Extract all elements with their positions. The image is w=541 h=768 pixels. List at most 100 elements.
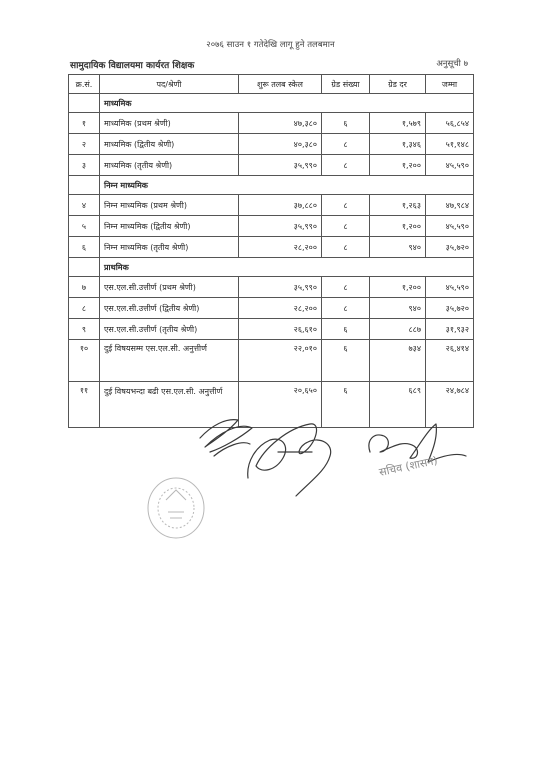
table-row: ८ एस.एल.सी.उत्तीर्ण (द्वितीय श्रेणी) २८,… (68, 297, 474, 319)
cell-serial: ३ (68, 154, 100, 176)
cell-grade-rate: १,२६३ (369, 194, 426, 216)
cell-serial: १० (68, 339, 100, 382)
cell-total: ४७,९८४ (425, 194, 474, 216)
cell-grade-rate: ६८९ (369, 381, 426, 428)
table-row: ४ निम्न माध्यमिक (प्रथम श्रेणी) ३७,८८० ८… (68, 194, 474, 216)
table-header-row: क्र.सं. पद/श्रेणी शुरू तलब स्केल ग्रेड स… (68, 74, 474, 94)
cell-total: २६,४१४ (425, 339, 474, 382)
cell-total: ३५,७२० (425, 236, 474, 258)
page-header: २०७६ साउन १ गतेदेखि लागू हुने तलबमान (206, 40, 335, 50)
table-row: ५ निम्न माध्यमिक (द्वितीय श्रेणी) ३५,९९०… (68, 215, 474, 237)
handwritten-signature-2-icon (247, 423, 332, 497)
column-header-start-scale: शुरू तलब स्केल (238, 74, 322, 94)
cell-serial: १ (68, 112, 100, 134)
cell-start-scale: २६,६१० (238, 318, 322, 340)
cell-grade-rate: १,२०० (369, 276, 426, 298)
section-row-primary: प्राथमिक (68, 257, 474, 277)
column-header-serial: क्र.सं. (68, 74, 100, 94)
cell-grade-count: ८ (321, 133, 370, 155)
table-row: १० दुई विषयसम्म एस.एल.सी. अनुत्तीर्ण २२,… (68, 339, 474, 382)
cell-grade-count: ८ (321, 194, 370, 216)
section-spacer (68, 93, 100, 113)
cell-start-scale: ४०,३८० (238, 133, 322, 155)
cell-grade-count: ८ (321, 276, 370, 298)
cell-grade-count: ६ (321, 112, 370, 134)
table-row: ३ माध्यमिक (तृतीय श्रेणी) ३५,९९० ८ १,२००… (68, 154, 474, 176)
cell-grade-rate: १,३४६ (369, 133, 426, 155)
column-header-grade-rate: ग्रेड दर (369, 74, 426, 94)
section-row-lower-secondary: निम्न माध्यमिक (68, 175, 474, 195)
cell-post: निम्न माध्यमिक (तृतीय श्रेणी) (99, 236, 239, 258)
section-spacer (68, 175, 100, 195)
cell-serial: २ (68, 133, 100, 155)
cell-grade-count: ८ (321, 154, 370, 176)
section-title: निम्न माध्यमिक (99, 175, 474, 195)
table-row: १ माध्यमिक (प्रथम श्रेणी) ४७,३८० ६ १,५७९… (68, 112, 474, 134)
cell-grade-rate: १,२०० (369, 154, 426, 176)
cell-grade-count: ६ (321, 381, 370, 428)
cell-total: ३५,७२० (425, 297, 474, 319)
handwritten-signature-3-icon (368, 423, 467, 463)
cell-post: निम्न माध्यमिक (द्वितीय श्रेणी) (99, 215, 239, 237)
table-row: २ माध्यमिक (द्वितीय श्रेणी) ४०,३८० ८ १,३… (68, 133, 474, 155)
cell-start-scale: ३५,९९० (238, 154, 322, 176)
section-title: माध्यमिक (99, 93, 474, 113)
cell-serial: ८ (68, 297, 100, 319)
cell-start-scale: २२,०१० (238, 339, 322, 382)
cell-serial: ९ (68, 318, 100, 340)
cell-post: माध्यमिक (प्रथम श्रेणी) (99, 112, 239, 134)
cell-grade-rate: ८८७ (369, 318, 426, 340)
cell-total: ५१,१४८ (425, 133, 474, 155)
cell-serial: ६ (68, 236, 100, 258)
cell-post: माध्यमिक (द्वितीय श्रेणी) (99, 133, 239, 155)
cell-serial: ५ (68, 215, 100, 237)
cell-serial: ११ (68, 381, 100, 428)
cell-post: निम्न माध्यमिक (प्रथम श्रेणी) (99, 194, 239, 216)
cell-serial: ४ (68, 194, 100, 216)
cell-post: दुई विषयभन्दा बढी एस.एल.सी. अनुत्तीर्ण (99, 381, 239, 428)
cell-start-scale: ४७,३८० (238, 112, 322, 134)
cell-grade-count: ८ (321, 297, 370, 319)
cell-total: ४५,५९० (425, 154, 474, 176)
cell-start-scale: २८,२०० (238, 236, 322, 258)
cell-post: एस.एल.सी.उत्तीर्ण (द्वितीय श्रेणी) (99, 297, 239, 319)
cell-total: २४,७८४ (425, 381, 474, 428)
cell-total: ३१,९३२ (425, 318, 474, 340)
cell-start-scale: ३५,९९० (238, 215, 322, 237)
cell-post: एस.एल.सी.उत्तीर्ण (प्रथम श्रेणी) (99, 276, 239, 298)
cell-post: दुई विषयसम्म एस.एल.सी. अनुत्तीर्ण (99, 339, 239, 382)
official-seal-stamp-icon (147, 477, 205, 539)
cell-start-scale: २०,६५० (238, 381, 322, 428)
cell-total: ५६,८५४ (425, 112, 474, 134)
cell-grade-count: ६ (321, 339, 370, 382)
cell-post: माध्यमिक (तृतीय श्रेणी) (99, 154, 239, 176)
signature-note: सचिव (शासन) (378, 454, 439, 479)
salary-table: क्र.सं. पद/श्रेणी शुरू तलब स्केल ग्रेड स… (68, 74, 474, 428)
cell-grade-rate: ९४० (369, 236, 426, 258)
cell-start-scale: ३७,८८० (238, 194, 322, 216)
table-row: ७ एस.एल.सी.उत्तीर्ण (प्रथम श्रेणी) ३५,९९… (68, 276, 474, 298)
cell-total: ४५,५९० (425, 276, 474, 298)
table-caption: सामुदायिक विद्यालयमा कार्यरत शिक्षक (70, 61, 195, 71)
cell-grade-count: ८ (321, 215, 370, 237)
cell-start-scale: ३५,९९० (238, 276, 322, 298)
cell-total: ४५,५९० (425, 215, 474, 237)
cell-start-scale: २८,२०० (238, 297, 322, 319)
section-title: प्राथमिक (99, 257, 474, 277)
column-header-post: पद/श्रेणी (99, 74, 239, 94)
section-row-secondary: माध्यमिक (68, 93, 474, 113)
cell-serial: ७ (68, 276, 100, 298)
cell-grade-count: ८ (321, 236, 370, 258)
cell-post: एस.एल.सी.उत्तीर्ण (तृतीय श्रेणी) (99, 318, 239, 340)
cell-grade-rate: १,५७९ (369, 112, 426, 134)
cell-grade-rate: १,२०० (369, 215, 426, 237)
table-row: ६ निम्न माध्यमिक (तृतीय श्रेणी) २८,२०० ८… (68, 236, 474, 258)
table-row: ९ एस.एल.सी.उत्तीर्ण (तृतीय श्रेणी) २६,६१… (68, 318, 474, 340)
section-spacer (68, 257, 100, 277)
cell-grade-rate: ९४० (369, 297, 426, 319)
cell-grade-count: ६ (321, 318, 370, 340)
column-header-grade-count: ग्रेड संख्या (321, 74, 370, 94)
cell-grade-rate: ७३४ (369, 339, 426, 382)
table-row: ११ दुई विषयभन्दा बढी एस.एल.सी. अनुत्तीर्… (68, 381, 474, 428)
annex-label: अनुसूची ७ (436, 59, 468, 69)
